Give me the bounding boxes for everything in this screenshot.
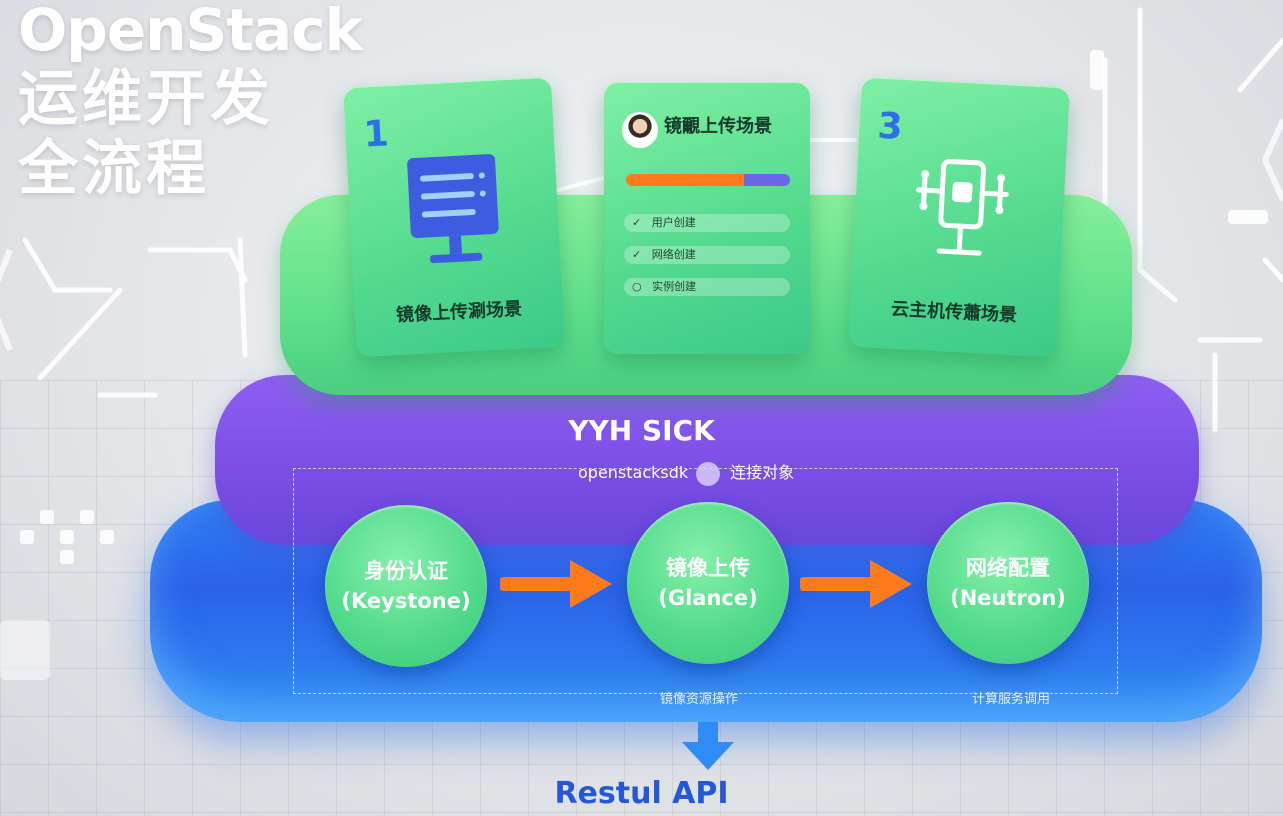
title-line-3: 全流程: [18, 134, 210, 204]
neutron-node[interactable]: 网络配置 (Neutron): [927, 502, 1089, 664]
flow-arrow-right-icon: [500, 560, 612, 608]
sdk-object-label: 连接对象: [730, 463, 795, 482]
server-monitor-icon: [407, 154, 499, 264]
sdk-module: openstacksdk: [578, 463, 689, 482]
arrow-down-icon: [682, 722, 734, 770]
title-line-1: OpenStack: [18, 0, 363, 64]
card-label: 镜像上传涮场景: [395, 298, 523, 327]
node-sub: (Neutron): [950, 586, 1066, 610]
node-name: 身份认证: [364, 559, 448, 583]
sdk-module-row: openstacksdk 连接对象: [578, 459, 794, 486]
flow-arrow-right-icon: [800, 560, 912, 608]
step-row-3: ○ 实例创建: [624, 278, 790, 296]
footer-label: 计算服务调用: [972, 692, 1051, 707]
progress-bar: [626, 174, 790, 186]
sdk-title: YYH SICK: [568, 414, 715, 447]
node-sub: (Keystone): [341, 589, 471, 613]
node-name: 网络配置: [966, 556, 1050, 580]
service-boundary: [293, 468, 1118, 694]
card-label: 云主机传蕭场景: [890, 298, 1018, 327]
card-title: 镜覼上传场景: [664, 116, 772, 137]
node-name: 镜像上传: [666, 556, 750, 580]
card-number: 3: [876, 105, 904, 148]
node-sub: (Glance): [658, 586, 758, 610]
glance-node[interactable]: 镜像上传 (Glance): [627, 502, 789, 664]
card-number: 1: [362, 113, 390, 156]
footer-label: 镜像资源操作: [660, 692, 739, 707]
page-title: OpenStack 运维开发 全流程: [18, 0, 363, 204]
keystone-node[interactable]: 身份认证 (Keystone): [325, 505, 487, 667]
scenario-card-2[interactable]: 镜覼上传场景 ✓ 用户创建 ✓ 网络创建 ○ 实例创建: [604, 82, 810, 354]
scenario-card-1[interactable]: 1 镜像上传涮场景: [343, 76, 565, 358]
step-row-2: ✓ 网络创建: [624, 246, 790, 264]
title-line-2: 运维开发: [18, 64, 274, 134]
instance-scaling-icon: [915, 158, 1009, 256]
avatar-icon: [622, 112, 658, 148]
api-label: Restul API: [554, 776, 729, 811]
scenario-card-3[interactable]: 3 云主机传蕭场景: [848, 76, 1070, 358]
step-row-1: ✓ 用户创建: [624, 214, 790, 232]
connection-dot-icon: [696, 461, 721, 486]
